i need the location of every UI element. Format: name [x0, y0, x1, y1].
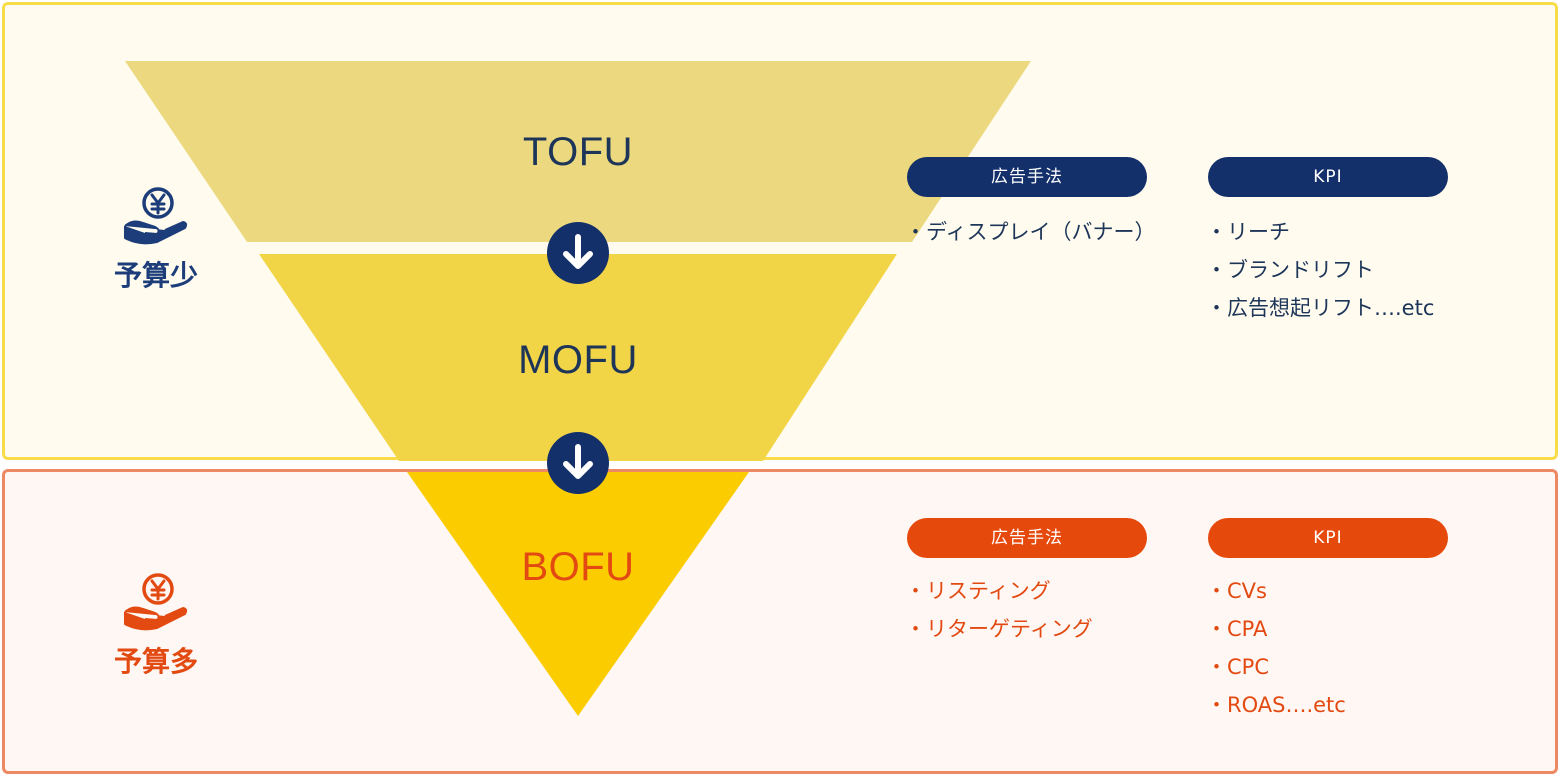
bottom-kpi-header: KPI [1208, 518, 1448, 558]
funnel-bofu-segment [407, 472, 749, 716]
budget-high: 予算多 [96, 572, 216, 680]
bottom-kpi-list: ・CVs ・CPA ・CPC ・ROAS….etc [1206, 572, 1346, 724]
list-item: ・ROAS….etc [1206, 693, 1346, 717]
top-kpi-list: ・リーチ ・ブランドリフト ・広告想起リフト….etc [1206, 213, 1434, 327]
list-item: ・広告想起リフト….etc [1206, 296, 1435, 320]
stage-label-mofu: MOFU [518, 338, 638, 382]
budget-low: 予算少 [96, 186, 216, 294]
bottom-method-list: ・リスティング ・リターゲティング [905, 572, 1093, 648]
funnel-mofu-segment [259, 254, 897, 461]
top-kpi-header: KPI [1208, 157, 1448, 197]
arrow-down-icon [547, 222, 609, 284]
list-item: ・リターゲティング [905, 617, 1093, 641]
list-item: ・リスティング [905, 579, 1051, 603]
list-item: ・CPA [1206, 617, 1268, 641]
budget-high-label: 予算多 [113, 645, 198, 678]
list-item: ・ブランドリフト [1206, 258, 1374, 282]
stage-label-tofu: TOFU [522, 130, 634, 174]
top-method-list: ・ディスプレイ（バナー） [905, 213, 1156, 251]
list-item: ・リーチ [1206, 220, 1290, 244]
list-item: ・CVs [1206, 579, 1267, 603]
stage-label-bofu: BOFU [521, 545, 635, 589]
list-item: ・ディスプレイ（バナー） [905, 220, 1156, 244]
yen-coin-hand-icon [124, 573, 188, 631]
yen-coin-hand-icon [124, 187, 188, 245]
top-method-header: 広告手法 [907, 157, 1147, 197]
budget-low-label: 予算少 [113, 259, 198, 292]
arrow-down-icon [547, 432, 609, 494]
funnel-tofu-segment [125, 61, 1031, 242]
list-item: ・CPC [1206, 655, 1269, 679]
bottom-method-header: 広告手法 [907, 518, 1147, 558]
